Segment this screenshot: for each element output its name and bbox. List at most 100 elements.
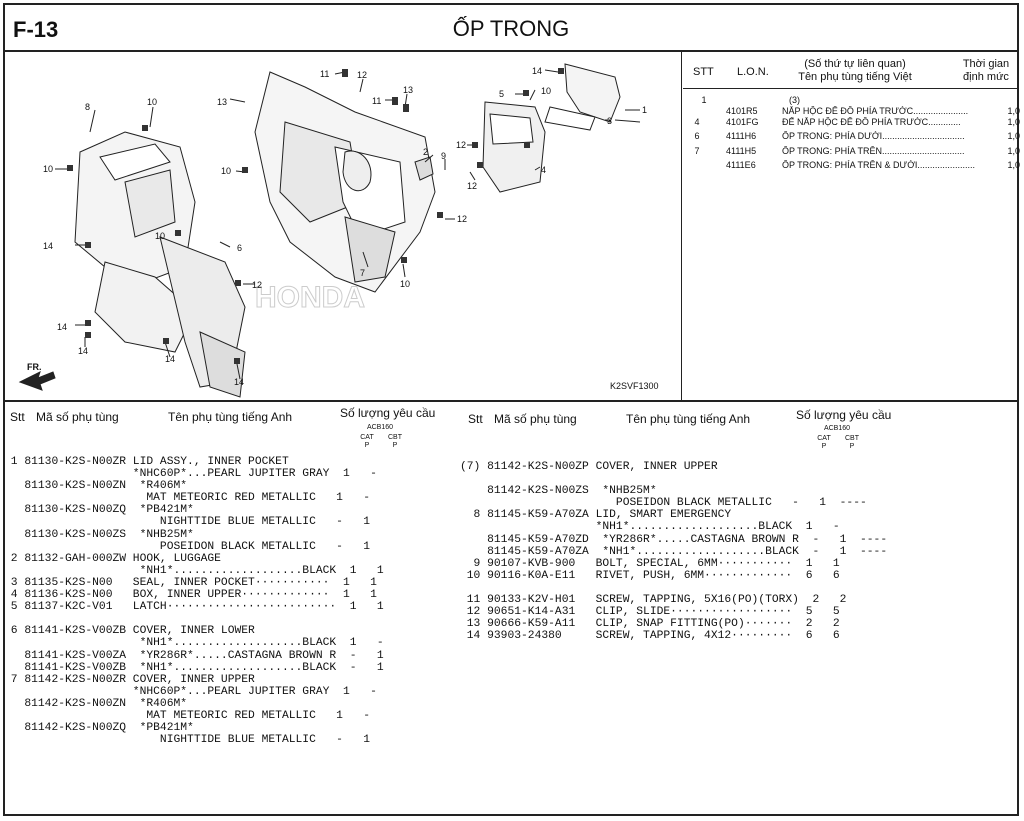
callout-6: 6 (237, 243, 242, 253)
callout-10d: 10 (541, 86, 551, 96)
part-line: *NH1*...................BLACK 1 - (4, 637, 384, 650)
callout-14c: 14 (57, 322, 67, 332)
ref-col-time: Thời gian định mức (955, 58, 1017, 84)
part-line: 6 81141-K2S-V00ZB COVER, INNER LOWER (4, 625, 255, 638)
part-line: 7 81142-K2S-N00ZR COVER, INNER UPPER (4, 673, 255, 686)
callout-10a: 10 (147, 97, 157, 107)
parts-illustration: HONDA (18, 63, 659, 398)
part-line: 81141-K2S-V00ZB *NH1*...................… (4, 661, 384, 674)
col-stt-left: Stt (10, 410, 25, 424)
part-line: NIGHTTIDE BLUE METALLIC - 1 (4, 734, 371, 747)
part-line: *NHC60P*...PEARL JUPITER GRAY 1 - (4, 685, 377, 698)
col-name-left: Tên phụ tùng tiếng Anh (168, 410, 293, 424)
part-line: 81141-K2S-V00ZA *YR286R*.....CASTAGNA BR… (4, 649, 384, 662)
part-line: 4 81136-K2S-N00 BOX, INNER UPPER········… (4, 589, 377, 602)
callout-7: 7 (360, 268, 365, 278)
callout-13b: 13 (403, 85, 413, 95)
part-line: 13 90666-K59-A11 CLIP, SNAP FITTING(PO)·… (460, 618, 840, 631)
part-line: (7) 81142-K2S-N00ZP COVER, INNER UPPER (460, 461, 718, 473)
part-line: POSEIDON BLACK METALLIC - 1 ---- (460, 497, 867, 510)
callout-12c: 12 (467, 181, 477, 191)
part-line: *NH1*...................BLACK 1 1 (4, 564, 384, 577)
cbt-right: CBT (845, 435, 859, 442)
callout-12e: 12 (252, 280, 262, 290)
callout-3: 3 (607, 116, 612, 126)
p-right-2: P (849, 443, 855, 450)
callout-12d: 12 (457, 214, 467, 224)
part-line: 9 90107-KVB-900 BOLT, SPECIAL, 6MM······… (460, 557, 840, 570)
callout-14b: 14 (43, 241, 53, 251)
callout-12b: 12 (456, 140, 466, 150)
part-line: 14 93903-24380 SCREW, TAPPING, 4X12·····… (460, 630, 840, 643)
part-line: 11 90133-K2V-H01 SCREW, TAPPING, 5X16(PO… (460, 594, 847, 607)
col-qty-right: Số lượng yêu cầu (796, 408, 892, 422)
callout-10e: 10 (155, 231, 165, 241)
callout-12a: 12 (357, 70, 367, 80)
callout-1: 1 (642, 105, 647, 115)
col-code-left: Mã số phụ tùng (36, 410, 119, 424)
cbt-left: CBT (388, 434, 402, 441)
part-line: 81130-K2S-N00ZS *NHB25M* (4, 528, 194, 541)
callout-2: 2 (423, 147, 428, 157)
callout-14d: 14 (78, 346, 88, 356)
callout-10b: 10 (43, 164, 53, 174)
p-left-2: P (392, 442, 398, 449)
model-right: ACB160 (823, 425, 851, 432)
part-line: 1 81130-K2S-N00ZR LID ASSY., INNER POCKE… (4, 456, 289, 468)
callout-10f: 10 (400, 279, 410, 289)
ref-col-name-line2: Tên phụ tùng tiếng Việt (798, 71, 912, 83)
ref-header-rule (683, 88, 1017, 89)
diagram-ref-code: K2SVF1300 (610, 381, 659, 391)
part-line: 81130-K2S-N00ZQ *PB421M* (4, 504, 194, 517)
header-bar: F-13 ỐP TRONG (5, 5, 1017, 52)
callout-8: 8 (85, 102, 90, 112)
part-line: 2 81132-GAH-000ZW HOOK, LUGGAGE (4, 552, 221, 565)
page-title: ỐP TRONG (452, 16, 570, 41)
col-stt-right: Stt (468, 412, 483, 426)
ref-col-time-line1: Thời gian (962, 58, 1010, 70)
part-line: 81130-K2S-N00ZN *R406M* (4, 480, 188, 493)
cat-right: CAT (817, 435, 831, 442)
part-line: MAT METEORIC RED METALLIC 1 - (4, 492, 371, 505)
callout-11b: 11 (372, 96, 381, 106)
part-line: *NHC60P*...PEARL JUPITER GRAY 1 - (4, 468, 377, 481)
ref-col-lon: L.O.N. (737, 66, 769, 78)
part-line (4, 613, 384, 625)
fr-label: FR. (27, 362, 42, 372)
watermark: HONDA (255, 281, 365, 314)
part-line: *NH1*...................BLACK 1 - (460, 521, 840, 534)
col-code-right: Mã số phụ tùng (494, 412, 577, 426)
divider-vertical (681, 52, 682, 400)
part-line: 5 81137-K2C-V01 LATCH···················… (4, 601, 384, 614)
part-line: 8 81145-K59-A70ZA LID, SMART EMERGENCY (460, 509, 732, 522)
exploded-diagram: HONDA (5, 52, 680, 400)
part-line: MAT METEORIC RED METALLIC 1 - (4, 709, 371, 722)
ref-col-name: (Số thứ tự liên quan) Tên phụ tùng tiếng… (780, 58, 930, 84)
part-line: 81142-K2S-N00ZN *R406M* (4, 697, 188, 710)
callout-14a: 14 (532, 66, 542, 76)
part-line: NIGHTTIDE BLUE METALLIC - 1 (4, 516, 371, 529)
part-line: 81142-K2S-N00ZS *NHB25M* (460, 485, 657, 498)
callout-5: 5 (499, 89, 504, 99)
ref-col-name-line1: (Số thứ tự liên quan) (804, 58, 906, 70)
parts-list-right: (7) 81142-K2S-N00ZP COVER, INNER UPPER 8… (460, 461, 887, 642)
model-left: ACB160 (366, 424, 394, 431)
part-line: POSEIDON BLACK METALLIC - 1 (4, 540, 371, 553)
part-line (460, 473, 887, 485)
ref-col-stt: STT (693, 66, 714, 78)
divider-horizontal (5, 400, 1017, 402)
page-frame (3, 3, 1019, 816)
col-name-right: Tên phụ tùng tiếng Anh (626, 412, 751, 426)
part-line: 3 81135-K2S-N00 SEAL, INNER POCKET······… (4, 576, 377, 589)
ref-col-time-line2: định mức (963, 71, 1009, 83)
part-line: 81142-K2S-N00ZQ *PB421M* (4, 722, 194, 735)
callout-10c: 10 (221, 166, 231, 176)
callout-13a: 13 (217, 97, 227, 107)
callout-4: 4 (541, 165, 546, 175)
p-left-1: P (364, 442, 370, 449)
cat-left: CAT (360, 434, 374, 441)
callout-9: 9 (441, 151, 446, 161)
parts-list-left: 1 81130-K2S-N00ZR LID ASSY., INNER POCKE… (4, 456, 384, 746)
col-qty-left: Số lượng yêu cầu (340, 406, 436, 420)
part-line (460, 582, 887, 594)
